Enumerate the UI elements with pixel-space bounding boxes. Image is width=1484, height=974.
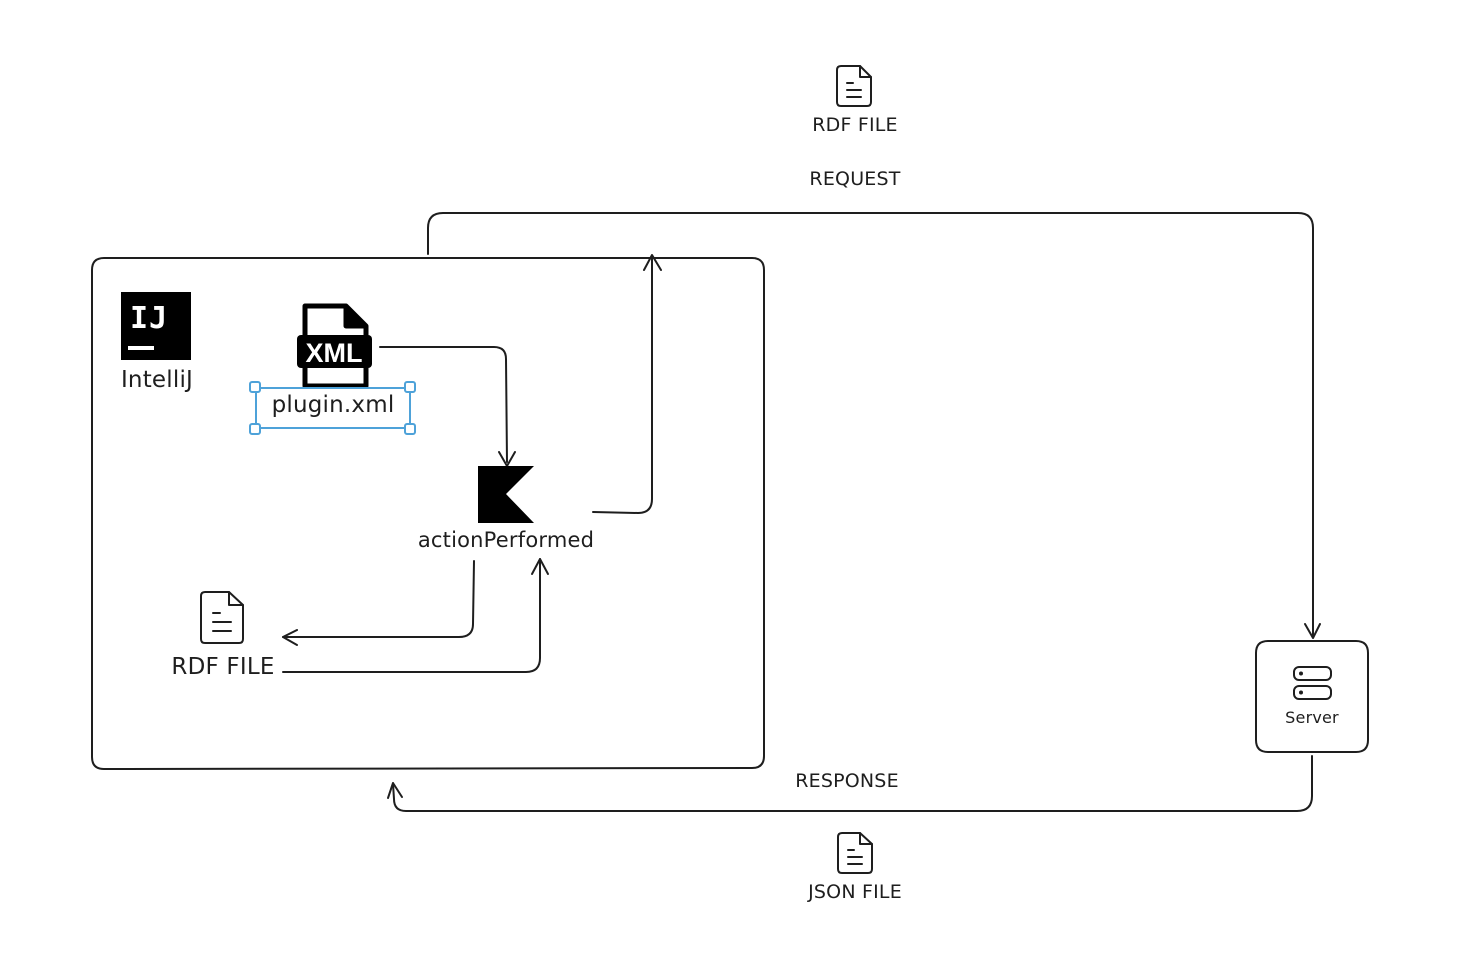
intellij-container[interactable] xyxy=(91,257,765,770)
rdf-to-action-arrowhead xyxy=(531,558,549,575)
selection-handle-top-left[interactable] xyxy=(249,381,261,393)
document-icon xyxy=(200,591,244,644)
response-arrow[interactable] xyxy=(392,755,1313,812)
xml-to-action-arrow[interactable] xyxy=(379,346,508,463)
server-label: Server xyxy=(1285,708,1339,727)
response-arrowhead xyxy=(387,782,403,799)
kotlin-logo-icon xyxy=(478,466,534,523)
server-icon xyxy=(1293,666,1332,700)
plugin-xml-selection[interactable] xyxy=(255,387,411,429)
action-to-rdf-arrowhead xyxy=(282,629,298,646)
xml-file-icon[interactable]: XML xyxy=(297,303,372,389)
selection-handle-bottom-left[interactable] xyxy=(249,423,261,435)
action-to-rdf-arrow[interactable] xyxy=(282,560,475,638)
json-file-label: JSON FILE xyxy=(808,881,902,903)
intellij-logo-icon: IJ xyxy=(121,292,191,360)
response-label: RESPONSE xyxy=(795,770,899,792)
request-arrow[interactable] xyxy=(427,212,1314,638)
selection-handle-bottom-right[interactable] xyxy=(404,423,416,435)
action-to-request-arrow[interactable] xyxy=(592,257,653,514)
action-performed-label: actionPerformed xyxy=(417,528,595,552)
plugin-xml-label[interactable]: plugin.xml xyxy=(271,392,395,418)
intellij-label: IntelliJ xyxy=(120,367,194,393)
request-arrowhead xyxy=(1304,623,1321,639)
document-icon xyxy=(836,65,872,107)
request-label: REQUEST xyxy=(809,168,901,190)
rdf-file-top-label: RDF FILE xyxy=(812,114,898,136)
rdf-to-action-arrow[interactable] xyxy=(282,558,541,673)
intellij-logo-text: IJ xyxy=(130,301,168,336)
xml-badge-text: XML xyxy=(306,338,363,368)
action-to-request-arrowhead xyxy=(643,254,662,271)
selection-handle-top-right[interactable] xyxy=(404,381,416,393)
rdf-file-inner-label: RDF FILE xyxy=(171,654,275,680)
document-icon xyxy=(837,832,873,874)
server-box[interactable] xyxy=(1255,640,1369,753)
